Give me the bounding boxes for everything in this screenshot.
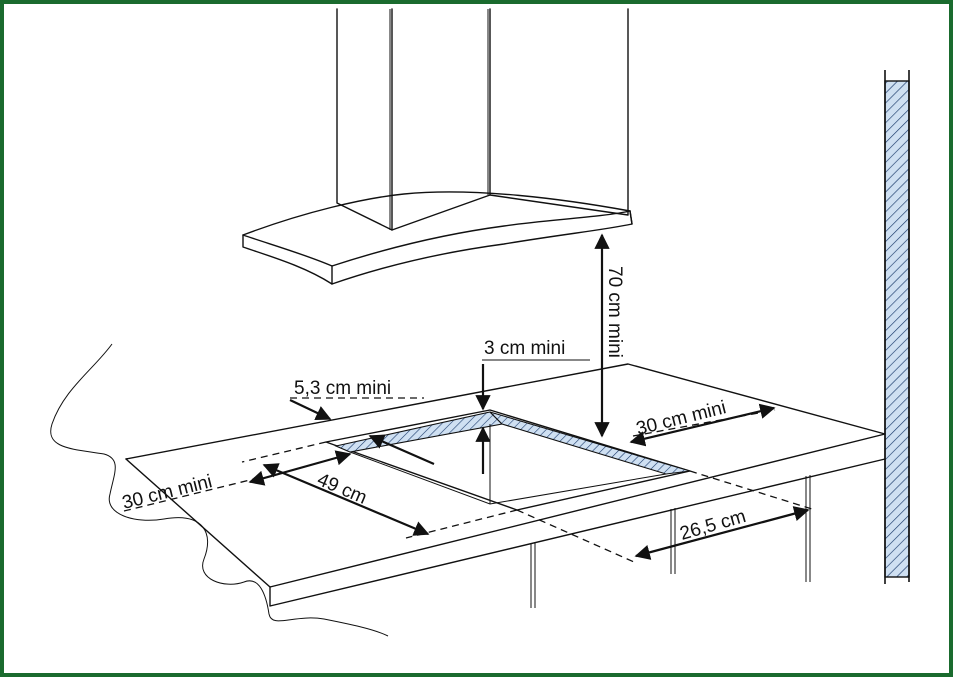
installation-diagram: 70 cm mini 3 cm mini 5,3 cm mini 30 cm m… bbox=[50, 8, 910, 637]
label-right-clearance: 30 cm mini bbox=[634, 397, 728, 440]
label-side-margin: 5,3 cm mini bbox=[294, 378, 391, 399]
label-cutout-offset: 26,5 cm bbox=[678, 506, 749, 545]
label-hood-height: 70 cm mini bbox=[604, 266, 625, 358]
label-front-gap: 3 cm mini bbox=[484, 338, 565, 359]
dimension-arrows bbox=[248, 233, 810, 560]
label-left-clearance: 30 cm mini bbox=[120, 471, 214, 514]
label-cutout-depth: 49 cm bbox=[314, 469, 370, 509]
wall-section-icon bbox=[884, 70, 910, 584]
range-hood-icon bbox=[242, 8, 633, 285]
